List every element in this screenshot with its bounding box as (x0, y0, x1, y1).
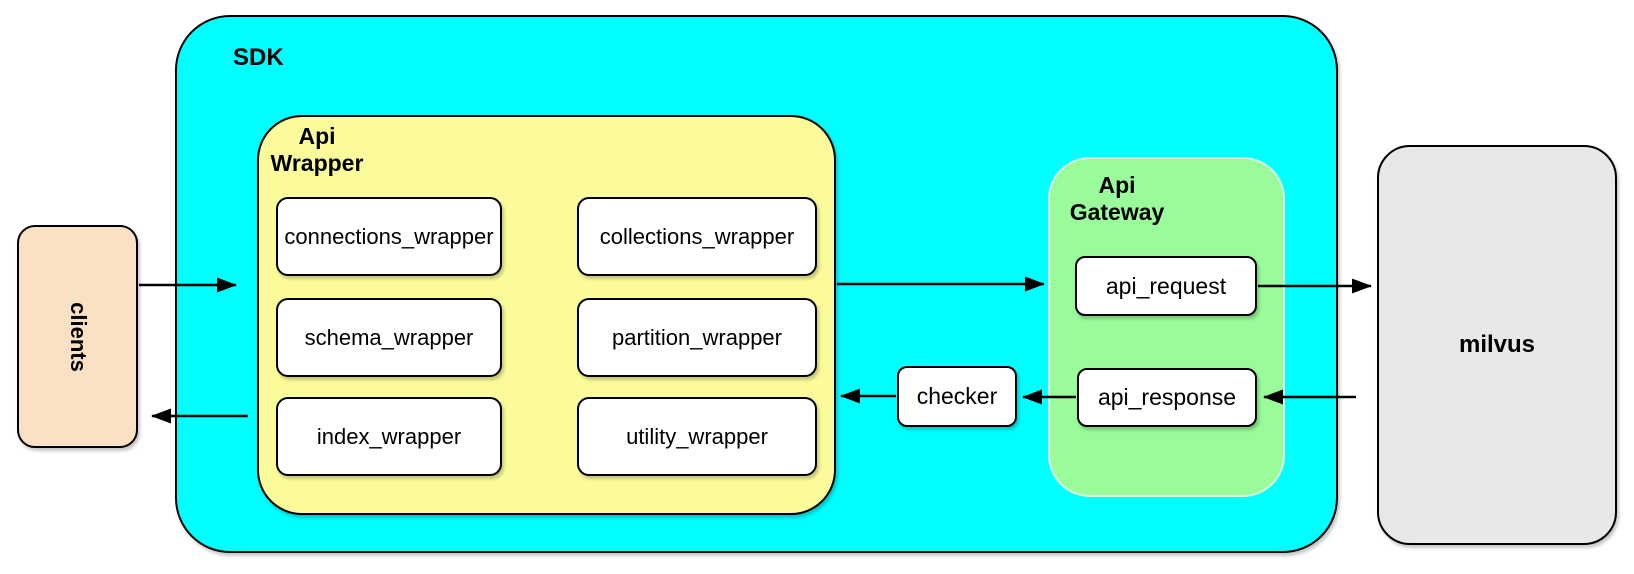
api-response-box: api_response (1077, 368, 1257, 427)
utility-wrapper-box: utility_wrapper (577, 397, 817, 476)
clients-box: clients (17, 225, 138, 448)
clients-label: clients (65, 301, 91, 372)
checker-box: checker (897, 366, 1017, 427)
milvus-box: milvus (1377, 145, 1617, 545)
partition-wrapper-box: partition_wrapper (577, 298, 817, 377)
connections-wrapper-box: connections_wrapper (276, 197, 502, 276)
api-request-box: api_request (1075, 256, 1257, 316)
sdk-label: SDK (233, 44, 284, 71)
milvus-label: milvus (1458, 331, 1536, 358)
schema-wrapper-box: schema_wrapper (276, 298, 502, 377)
index-wrapper-box: index_wrapper (276, 397, 502, 476)
collections-wrapper-box: collections_wrapper (577, 197, 817, 276)
